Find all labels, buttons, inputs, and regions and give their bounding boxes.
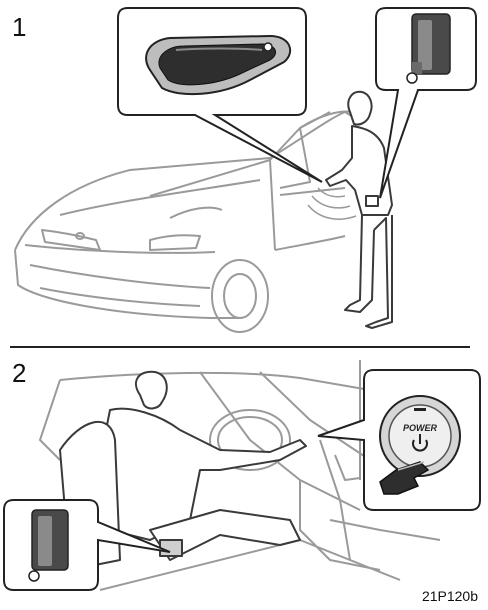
step-2-label: 2 xyxy=(12,358,27,388)
door-handle-icon xyxy=(145,34,292,96)
standing-person xyxy=(325,90,393,329)
signal-arcs xyxy=(307,187,357,220)
electronic-key-icon-bottom xyxy=(28,509,69,582)
key-callout-bottom xyxy=(3,499,171,591)
power-button-label: POWER xyxy=(403,423,438,433)
figure-code: 21P120b xyxy=(421,588,478,604)
electronic-key-icon xyxy=(406,13,451,84)
power-button-callout: POWER xyxy=(317,369,481,511)
key-callout-top xyxy=(375,7,477,199)
pressing-finger-icon xyxy=(379,461,430,495)
door-handle-callout xyxy=(117,7,323,183)
step-1-label: 1 xyxy=(12,12,27,42)
car-illustration xyxy=(14,110,359,333)
power-button-icon: POWER xyxy=(379,395,461,477)
section-divider xyxy=(10,346,470,348)
